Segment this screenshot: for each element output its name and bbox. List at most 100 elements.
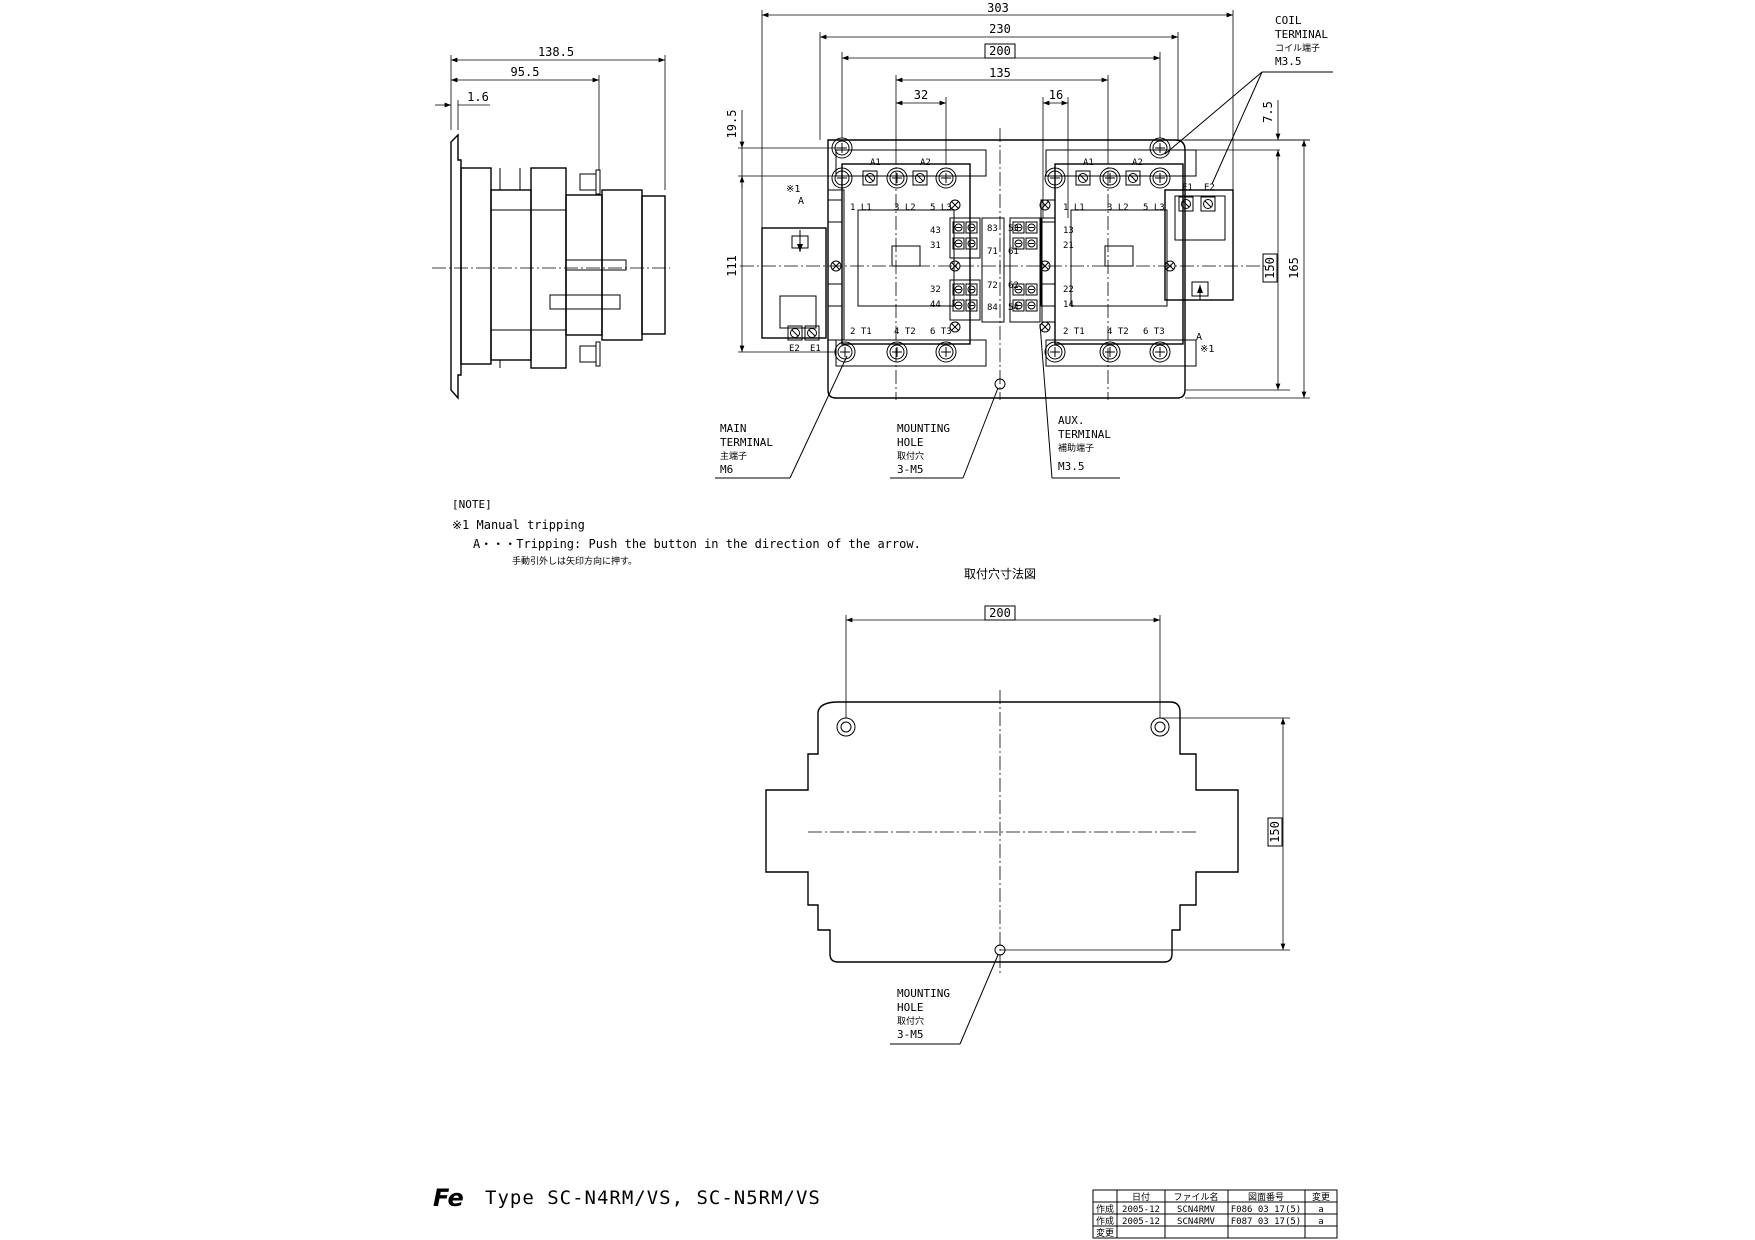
mounting-view-title: 取付穴寸法図 [964,566,1036,581]
manual-mark-left: ※1 [786,184,800,195]
mounting-hole-front [994,378,1006,390]
dim-side-plate: 1.6 [467,90,489,104]
label-l2-left: 3 L2 [894,203,916,213]
aux-terminal-line1: AUX. [1058,414,1085,427]
label-e2-left: E2 [789,344,800,354]
mounting-hole-line2: HOLE [897,436,924,449]
aux-terminal-line2: TERMINAL [1058,428,1111,441]
label-aux-43: 43 [930,226,941,236]
label-aux-62: 62 [1008,281,1019,291]
tb-r3-label: 変更 [1096,1227,1114,1239]
dim-front-16: 16 [1049,88,1063,102]
label-t2-right: 4 T2 [1107,327,1129,337]
label-aux-53: 53 [1008,224,1019,234]
main-terminal-line2: TERMINAL [720,436,773,449]
label-e1-right: E1 [1182,183,1193,193]
mounting-hole-view: 200 150 [765,605,1290,1045]
dim-bottom-150: 150 [1268,821,1282,843]
coil-terminal-line2: TERMINAL [1275,28,1328,41]
tb-r1-file: SCN4RMV [1177,1205,1216,1215]
aux-terminal-line4: M3.5 [1058,460,1085,473]
tb-r1-label: 作成 [1096,1203,1114,1215]
tb-r2-label: 作成 [1096,1215,1114,1227]
label-l1-left: 1 L1 [850,203,872,213]
label-e1-left: E1 [810,344,821,354]
terminal-labels: A1 A2 A1 A2 1 L1 3 L2 5 L3 1 L1 3 L2 5 L… [789,158,1215,354]
fe-logo: Fe [433,1184,464,1212]
callout-aux-terminal: AUX. TERMINAL 補助端子 M3.5 [1058,414,1111,473]
label-aux-22: 22 [1063,285,1074,295]
mounting-hole-line4: 3-M5 [897,463,924,476]
note-line1: ※1 Manual tripping [452,518,585,532]
main-terminal-line4: M6 [720,463,733,476]
front-view: A1 A2 A1 A2 1 L1 3 L2 5 L3 1 L1 3 L2 5 L… [715,1,1333,479]
note-heading: [NOTE] [452,498,492,511]
tb-r1-change: a [1318,1205,1323,1215]
aux-terminal-blocks [830,199,1176,333]
callout-coil-terminal: COIL TERMINAL コイル端子 M3.5 [1275,14,1328,68]
callout-mounting-hole: MOUNTING HOLE 取付穴 3-M5 [897,422,950,476]
dim-side-overall: 138.5 [538,45,574,59]
coil-terminal-line4: M3.5 [1275,55,1302,68]
drawing-type-title: Type SC-N4RM/VS, SC-N5RM/VS [485,1187,821,1209]
label-a1-right: A1 [1083,158,1094,168]
label-l1-right: 1 L1 [1063,203,1085,213]
right-overload-module [1164,189,1234,301]
tb-header-file: ファイル名 [1173,1191,1218,1203]
label-l2-right: 3 L2 [1107,203,1129,213]
notes-block: [NOTE] ※1 Manual tripping A・・・Tripping: … [452,498,921,567]
label-aux-44: 44 [930,300,941,310]
arrow-label-right: A [1196,332,1202,343]
label-aux-54: 54 [1008,303,1019,313]
dim-front-200: 200 [989,44,1011,58]
tb-r2-no: F087 03 17(5) [1231,1217,1301,1227]
manual-mark-right: ※1 [1200,344,1214,355]
callout-mounting-hole-2: MOUNTING HOLE 取付穴 3-M5 [897,987,950,1041]
coil-terminal-line3: コイル端子 [1275,42,1320,54]
label-t1-left: 2 T1 [850,327,872,337]
note-line2: A・・・Tripping: Push the button in the dir… [473,537,921,551]
tb-header-drawing-no: 図面番号 [1248,1191,1284,1203]
label-aux-72: 72 [987,281,998,291]
left-overload-module [761,189,845,341]
side-view: 138.5 95.5 1.6 [432,45,670,400]
label-t3-right: 6 T3 [1143,327,1165,337]
title-block: 日付 ファイル名 図面番号 変更 作成 2005-12 SCN4RMV F086… [1092,1189,1338,1239]
label-t2-left: 4 T2 [894,327,916,337]
arrow-label-left: A [798,196,804,207]
dim-front-111: 111 [725,255,739,277]
mounting-hole-2-line3: 取付穴 [897,1015,924,1027]
dim-front-165: 165 [1287,257,1301,279]
label-aux-31: 31 [930,241,941,251]
label-aux-13: 13 [1063,226,1074,236]
dim-front-7-5: 7.5 [1261,101,1275,123]
label-aux-83: 83 [987,224,998,234]
dim-front-19-5: 19.5 [725,110,739,139]
mounting-hole-2-line1: MOUNTING [897,987,950,1000]
note-line3: 手動引外しは矢印方向に押す。 [512,555,637,567]
label-l3-right: 5 L3 [1143,203,1165,213]
dim-front-overall: 303 [987,1,1009,15]
mounting-hole-2-line4: 3-M5 [897,1028,924,1041]
dim-front-32: 32 [914,88,928,102]
dim-side-mid: 95.5 [511,65,540,79]
callout-main-terminal: MAIN TERMINAL 主端子 M6 [720,422,773,476]
dim-bottom-200: 200 [989,606,1011,620]
main-terminal-line3: 主端子 [720,450,747,462]
dim-front-230: 230 [989,22,1011,36]
tb-r2-file: SCN4RMV [1177,1217,1216,1227]
label-aux-32: 32 [930,285,941,295]
tb-header-date: 日付 [1132,1192,1150,1203]
tb-r2-date: 2005-12 [1122,1217,1160,1227]
mounting-hole-line1: MOUNTING [897,422,950,435]
dim-front-150: 150 [1263,257,1277,279]
label-a2-left: A2 [920,158,931,168]
label-l3-left: 5 L3 [930,203,952,213]
tb-r2-change: a [1318,1217,1323,1227]
dim-front-135: 135 [989,66,1011,80]
label-aux-14: 14 [1063,300,1074,310]
label-aux-84: 84 [987,303,998,313]
label-aux-21: 21 [1063,241,1074,251]
tb-r1-date: 2005-12 [1122,1205,1160,1215]
